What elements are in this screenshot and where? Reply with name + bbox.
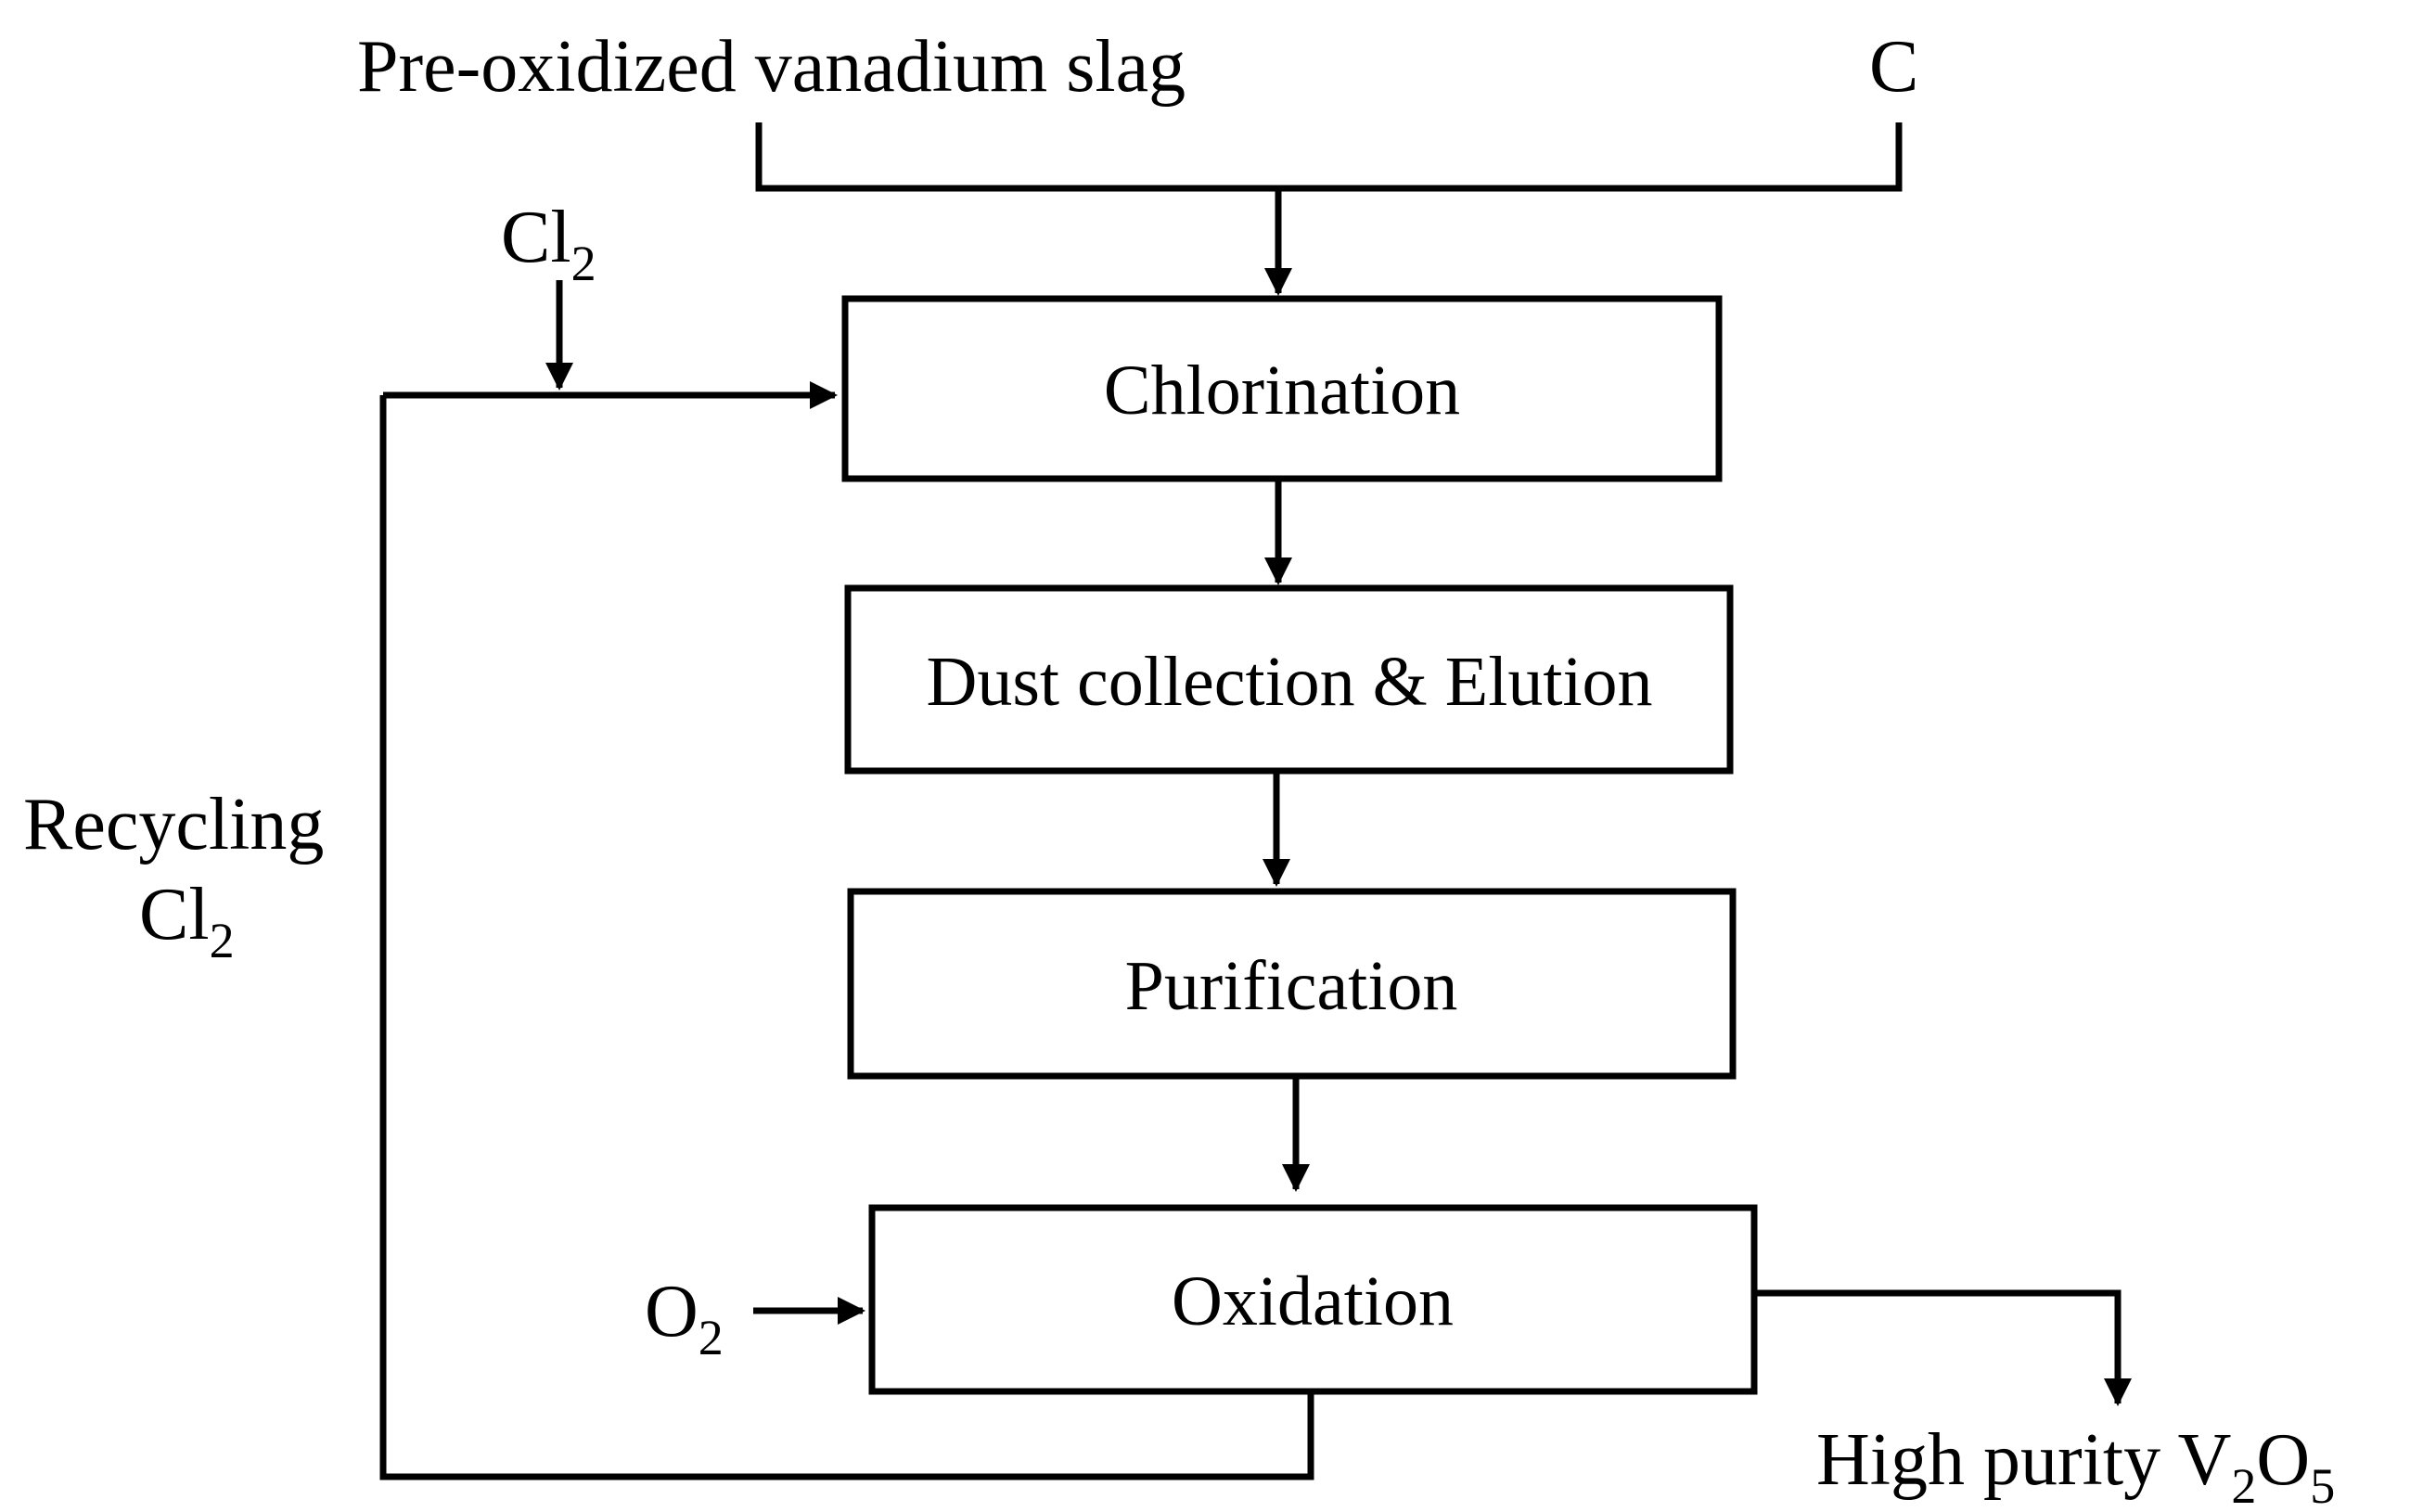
recycle-cl-sub: 2	[210, 913, 235, 968]
product-sub1: 2	[2231, 1458, 2256, 1512]
product-text: High purity V	[1816, 1419, 2231, 1501]
step-oxidation-label: Oxidation	[1172, 1262, 1454, 1340]
step-dust-elution: Dust collection & Elution	[844, 584, 1734, 775]
chlorine-base: Cl	[501, 197, 571, 278]
product-sub2: 5	[2310, 1458, 2335, 1512]
step-purification: Purification	[847, 888, 1737, 1080]
step-chlorination: Chlorination	[841, 295, 1723, 482]
oxygen-base: O	[645, 1271, 699, 1352]
step-oxidation: Oxidation	[868, 1204, 1758, 1395]
input-carbon-label: C	[1869, 26, 1918, 108]
product-mid: O	[2256, 1419, 2310, 1501]
input-chlorine-label: Cl2	[501, 197, 596, 291]
recycle-label-line2: Cl2	[139, 874, 235, 968]
chlorine-sub: 2	[571, 236, 596, 291]
oxygen-sub: 2	[699, 1310, 724, 1365]
input-oxygen-label: O2	[645, 1271, 724, 1365]
recycle-loop-line	[379, 395, 1314, 1480]
step-dust-elution-label: Dust collection & Elution	[926, 643, 1652, 721]
product-line	[1754, 1289, 2133, 1407]
recycle-label-line1: Recycling	[23, 784, 324, 865]
step-purification-label: Purification	[1125, 947, 1458, 1025]
product-label: High purity V2O5	[1816, 1419, 2335, 1512]
input-slag-label: Pre-oxidized vanadium slag	[357, 26, 1186, 108]
recycle-cl-base: Cl	[139, 874, 210, 955]
feed-merge-line	[755, 122, 1903, 192]
step-chlorination-label: Chlorination	[1104, 352, 1460, 429]
